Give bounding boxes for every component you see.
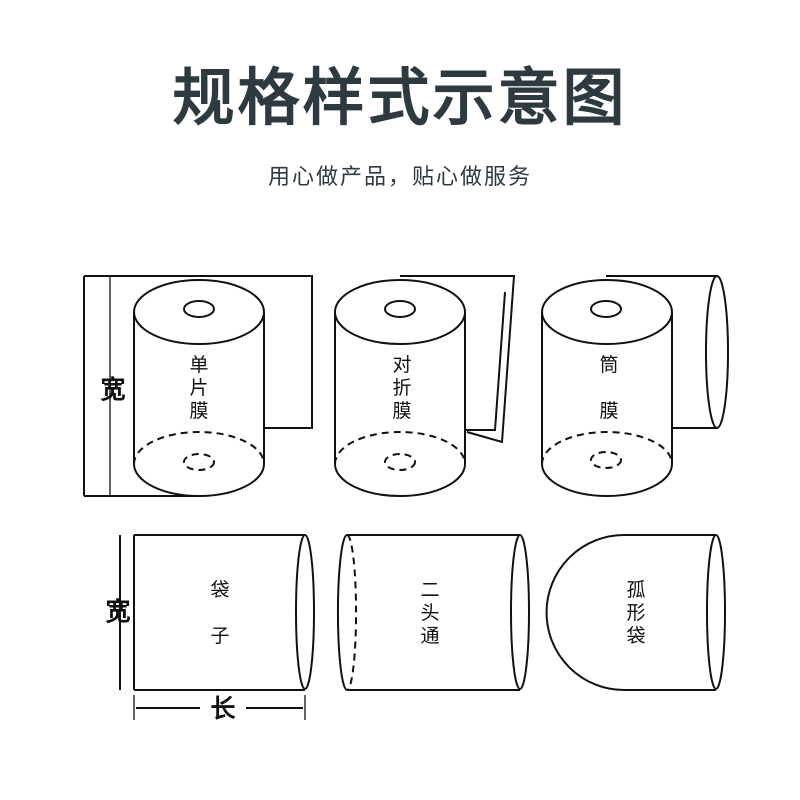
roll-bottom-hidden <box>334 431 466 465</box>
roll-core-hidden <box>384 453 416 471</box>
bag-label-char: 头 <box>420 602 439 624</box>
roll-core-hidden <box>183 453 215 471</box>
bag-label-char: 二 <box>420 579 439 601</box>
roll-label-char: 对 <box>392 354 411 376</box>
roll-label-char: 膜 <box>392 400 411 422</box>
roll-tube: 筒 膜 <box>541 275 729 497</box>
bag-label-char: 子 <box>210 625 229 647</box>
roll-body <box>541 312 673 497</box>
roll-core-hidden <box>590 451 622 469</box>
length-extension-lines <box>133 695 306 720</box>
roll-bottom-hidden <box>541 431 673 465</box>
roll-top <box>334 279 466 345</box>
width-label: 宽 <box>105 597 130 626</box>
roll-folded: 对 折 膜 <box>334 275 516 497</box>
roll-top <box>133 279 265 345</box>
roll-core <box>384 300 416 318</box>
length-label: 长 <box>210 694 236 723</box>
roll-label-char: 单 <box>189 354 208 376</box>
bag-label-char: 通 <box>420 625 439 647</box>
roll-core <box>183 300 215 318</box>
roll-body <box>133 312 265 497</box>
bag-label-char: 袋 <box>210 579 229 601</box>
arc-bag-outline <box>545 534 716 691</box>
bag-label-char: 形 <box>626 602 645 624</box>
roll-label-char: 膜 <box>189 400 208 422</box>
roll-body <box>334 312 466 497</box>
roll-label-char: 筒 <box>599 354 618 376</box>
bag-plain: 宽 长 袋 子 <box>105 534 315 723</box>
roll-single-sheet: 宽 单 片 膜 <box>83 275 313 497</box>
bag-left-opening <box>336 534 348 691</box>
page-title: 规格样式示意图 <box>172 61 628 134</box>
roll-top <box>541 279 673 345</box>
folded-sheet-inner <box>465 291 506 431</box>
bag-label-char: 孤 <box>626 579 645 601</box>
bag-opening <box>706 534 726 690</box>
bag-label-char: 袋 <box>626 625 645 647</box>
page-subtitle: 用心做产品，贴心做服务 <box>267 165 532 190</box>
folded-sheet-outer <box>400 275 516 444</box>
roll-label-char: 折 <box>392 377 411 399</box>
bag-right-opening <box>510 534 530 690</box>
bag-left-opening-hidden <box>346 534 358 691</box>
film-sheet-edge <box>84 275 313 429</box>
roll-core <box>590 300 622 318</box>
bag-open-both-ends: 二 头 通 <box>336 534 530 691</box>
bag-arc-shaped: 孤 形 袋 <box>545 534 726 691</box>
width-label: 宽 <box>100 375 125 404</box>
roll-label-char: 片 <box>189 377 208 399</box>
roll-bottom-hidden <box>133 431 265 465</box>
bag-opening <box>295 534 315 690</box>
roll-label-char: 膜 <box>599 400 618 422</box>
tube-opening <box>705 275 729 429</box>
